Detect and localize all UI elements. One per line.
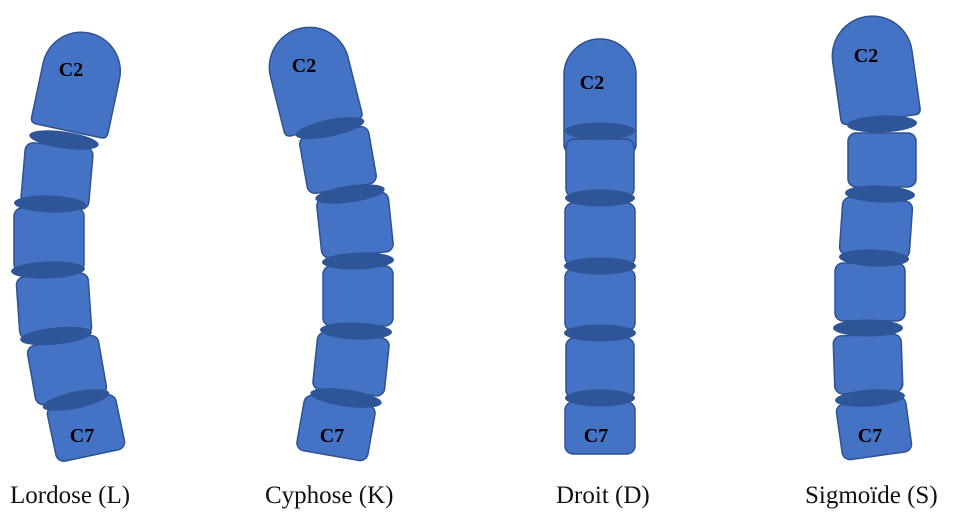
vertebra <box>565 269 635 331</box>
label-c2: C2 <box>580 72 604 94</box>
intervertebral-disc <box>565 390 635 407</box>
vertebra <box>565 203 635 265</box>
vertebra <box>323 266 393 326</box>
vertebra-c2 <box>30 25 127 139</box>
label-c2: C2 <box>59 59 83 81</box>
vertebra-c2 <box>827 11 921 125</box>
intervertebral-disc <box>564 325 636 342</box>
caption-lordose: Lordose (L) <box>10 482 130 510</box>
vertebra <box>566 139 634 197</box>
vertebra <box>312 331 390 396</box>
caption-sigmoide: Sigmoïde (S) <box>805 482 938 510</box>
intervertebral-disc <box>565 190 635 207</box>
intervertebral-disc <box>564 258 636 275</box>
intervertebral-disc <box>565 123 635 140</box>
label-c7: C7 <box>858 425 882 447</box>
vertebra <box>848 133 916 187</box>
vertebra <box>566 338 634 398</box>
caption-droit: Droit (D) <box>556 482 650 510</box>
vertebra <box>833 334 903 394</box>
label-c2: C2 <box>292 55 316 77</box>
vertebra <box>835 263 905 321</box>
label-c7: C7 <box>584 425 608 447</box>
caption-cyphose: Cyphose (K) <box>265 482 393 510</box>
label-c7: C7 <box>70 425 94 447</box>
intervertebral-disc <box>833 320 903 337</box>
label-c2: C2 <box>854 45 878 67</box>
label-c7: C7 <box>320 425 344 447</box>
